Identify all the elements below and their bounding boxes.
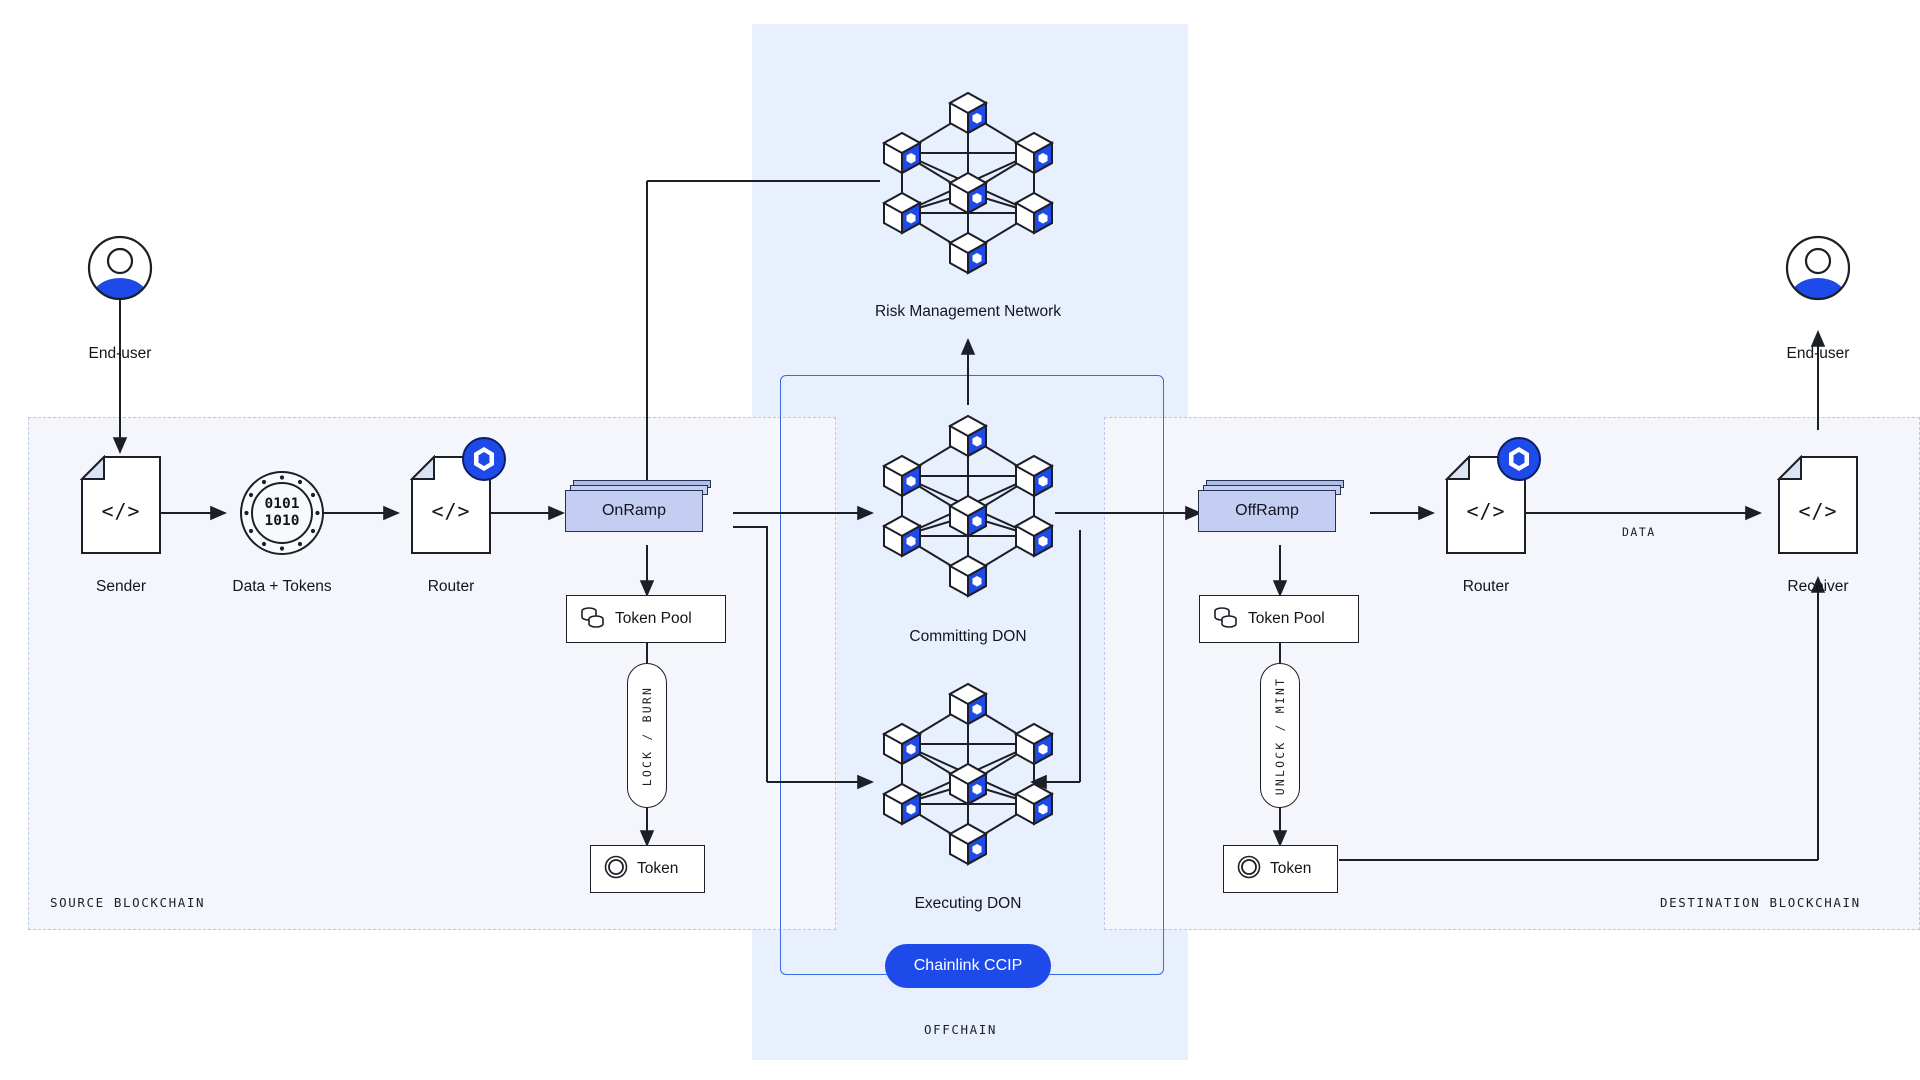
data-tokens-digits: 0101 1010: [239, 470, 325, 556]
destination-router-node[interactable]: </>: [1444, 437, 1541, 555]
executing-don-icon: [862, 668, 1074, 880]
executing-don-label: Executing DON: [914, 895, 1022, 912]
receiver-node[interactable]: </>: [1776, 454, 1859, 555]
source-blockchain-label: SOURCE BLOCKCHAIN: [50, 895, 206, 910]
data-tokens-node: 0101 1010: [239, 470, 325, 556]
receiver-code-glyph: </>: [1798, 499, 1838, 523]
risk-management-network-label: Risk Management Network: [874, 303, 1062, 320]
source-token-node[interactable]: Token: [590, 845, 705, 893]
committing-don-label: Committing DON: [909, 628, 1027, 645]
destination-router-label: Router: [1462, 578, 1510, 595]
source-token-label: Token: [637, 860, 679, 877]
receiver-label: Receiver: [1787, 578, 1849, 595]
source-router-code-glyph: </>: [431, 499, 471, 523]
committing-don-icon: [862, 400, 1074, 612]
token-ring-icon: [604, 855, 628, 884]
onramp-label: OnRamp: [565, 490, 703, 532]
source-token-pool-label: Token Pool: [615, 610, 692, 627]
coins-stack-icon: [1213, 605, 1239, 634]
unlock-mint-label: UNLOCK / MINT: [1273, 676, 1287, 795]
sender-node[interactable]: </>: [79, 454, 162, 555]
data-tokens-line-2: 1010: [264, 513, 300, 529]
source-end-user-avatar: [87, 235, 153, 301]
onramp-node[interactable]: OnRamp: [565, 480, 721, 542]
destination-token-pool-node[interactable]: Token Pool: [1199, 595, 1359, 643]
destination-token-label: Token: [1270, 860, 1312, 877]
coins-stack-icon: [580, 605, 606, 634]
offramp-node[interactable]: OffRamp: [1198, 480, 1354, 542]
lock-burn-label: LOCK / BURN: [640, 685, 654, 786]
destination-token-pool-label: Token Pool: [1248, 610, 1325, 627]
token-ring-icon: [1237, 855, 1261, 884]
destination-end-user-avatar: [1785, 235, 1851, 301]
source-router-label: Router: [427, 578, 475, 595]
offchain-label: OFFCHAIN: [924, 1022, 998, 1037]
offramp-label: OffRamp: [1198, 490, 1336, 532]
unlock-mint-pill: UNLOCK / MINT: [1260, 663, 1300, 808]
chainlink-hex-icon: [1497, 437, 1541, 486]
destination-token-node[interactable]: Token: [1223, 845, 1338, 893]
data-tokens-label: Data + Tokens: [232, 578, 332, 595]
data-edge-label: DATA: [1622, 525, 1656, 539]
destination-router-code-glyph: </>: [1466, 499, 1506, 523]
sender-label: Sender: [96, 578, 146, 595]
lock-burn-pill: LOCK / BURN: [627, 663, 667, 808]
source-token-pool-node[interactable]: Token Pool: [566, 595, 726, 643]
destination-blockchain-label: DESTINATION BLOCKCHAIN: [1660, 895, 1861, 910]
risk-management-network-icon: [862, 77, 1074, 289]
sender-code-glyph: </>: [101, 499, 141, 523]
source-end-user-label: End-user: [88, 345, 152, 362]
destination-end-user-label: End-user: [1786, 345, 1850, 362]
chainlink-ccip-badge[interactable]: Chainlink CCIP: [885, 944, 1051, 988]
source-router-node[interactable]: </>: [409, 437, 506, 555]
chainlink-hex-icon: [462, 437, 506, 486]
data-tokens-line-1: 0101: [264, 496, 300, 512]
